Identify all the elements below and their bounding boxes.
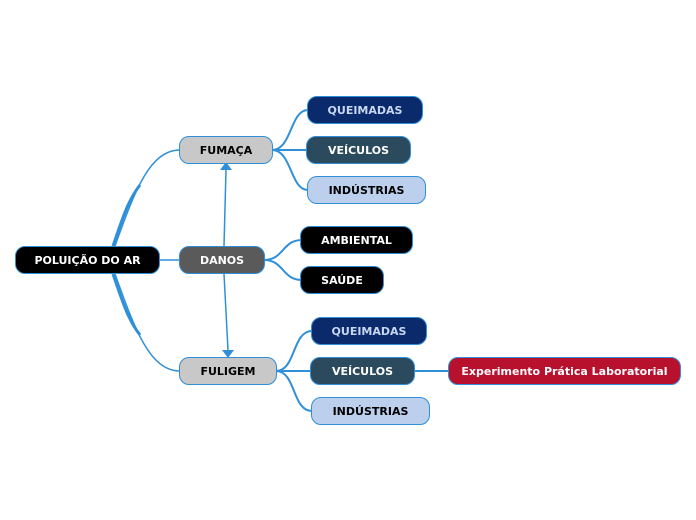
connector-fuligem-queimadas — [275, 330, 313, 372]
danos-node[interactable]: DANOS — [179, 246, 265, 274]
fumaca-veiculos-node[interactable]: VEÍCULOS — [306, 136, 411, 164]
fumaca-industrias-node[interactable]: INDÚSTRIAS — [307, 176, 426, 204]
connector-root-fuligem — [114, 273, 181, 372]
connector-root-trunk-top — [111, 184, 142, 247]
fumaca-veiculos-label: VEÍCULOS — [327, 143, 389, 157]
connector-danos-saude — [263, 259, 303, 281]
fuligem-veiculos-label: VEÍCULOS — [331, 364, 393, 378]
fuligem-industrias-node[interactable]: INDÚSTRIAS — [311, 397, 430, 425]
connector-root-trunk-bottom — [111, 273, 142, 336]
relation-danos-fumaca — [223, 169, 227, 247]
connector-danos-ambiental — [263, 239, 303, 261]
fuligem-queimadas-label: QUEIMADAS — [331, 324, 407, 338]
fumaca-queimadas-node[interactable]: QUEIMADAS — [307, 96, 423, 124]
connector-fumaca-queimadas — [271, 109, 309, 151]
fuligem-node-label: FULIGEM — [200, 364, 256, 378]
danos-ambiental-node[interactable]: AMBIENTAL — [300, 226, 413, 254]
experimento-label: Experimento Prática Laboratorial — [461, 364, 668, 378]
danos-ambiental-label: AMBIENTAL — [321, 233, 392, 247]
fumaca-industrias-label: INDÚSTRIAS — [328, 183, 405, 197]
experimento-node[interactable]: Experimento Prática Laboratorial — [448, 357, 681, 385]
arrowhead-down-icon — [222, 350, 234, 358]
connector-fuligem-industrias — [275, 370, 313, 412]
fumaca-queimadas-label: QUEIMADAS — [327, 103, 403, 117]
connector-root-fumaca — [114, 149, 181, 247]
arrowhead-up-icon — [220, 162, 232, 170]
connector-fumaca-industrias — [271, 149, 309, 191]
root-node-label: POLUIÇÃO DO AR — [34, 253, 141, 267]
danos-saude-node[interactable]: SAÚDE — [300, 266, 384, 294]
danos-saude-label: SAÚDE — [321, 273, 363, 287]
fuligem-queimadas-node[interactable]: QUEIMADAS — [311, 317, 427, 345]
root-node[interactable]: POLUIÇÃO DO AR — [15, 246, 160, 274]
fuligem-node[interactable]: FULIGEM — [179, 357, 277, 385]
fumaca-node-label: FUMAÇA — [199, 143, 253, 157]
relation-danos-fuligem — [223, 273, 229, 351]
fuligem-veiculos-node[interactable]: VEÍCULOS — [310, 357, 415, 385]
fumaca-node[interactable]: FUMAÇA — [179, 136, 273, 164]
danos-node-label: DANOS — [199, 253, 245, 267]
fuligem-industrias-label: INDÚSTRIAS — [332, 404, 409, 418]
